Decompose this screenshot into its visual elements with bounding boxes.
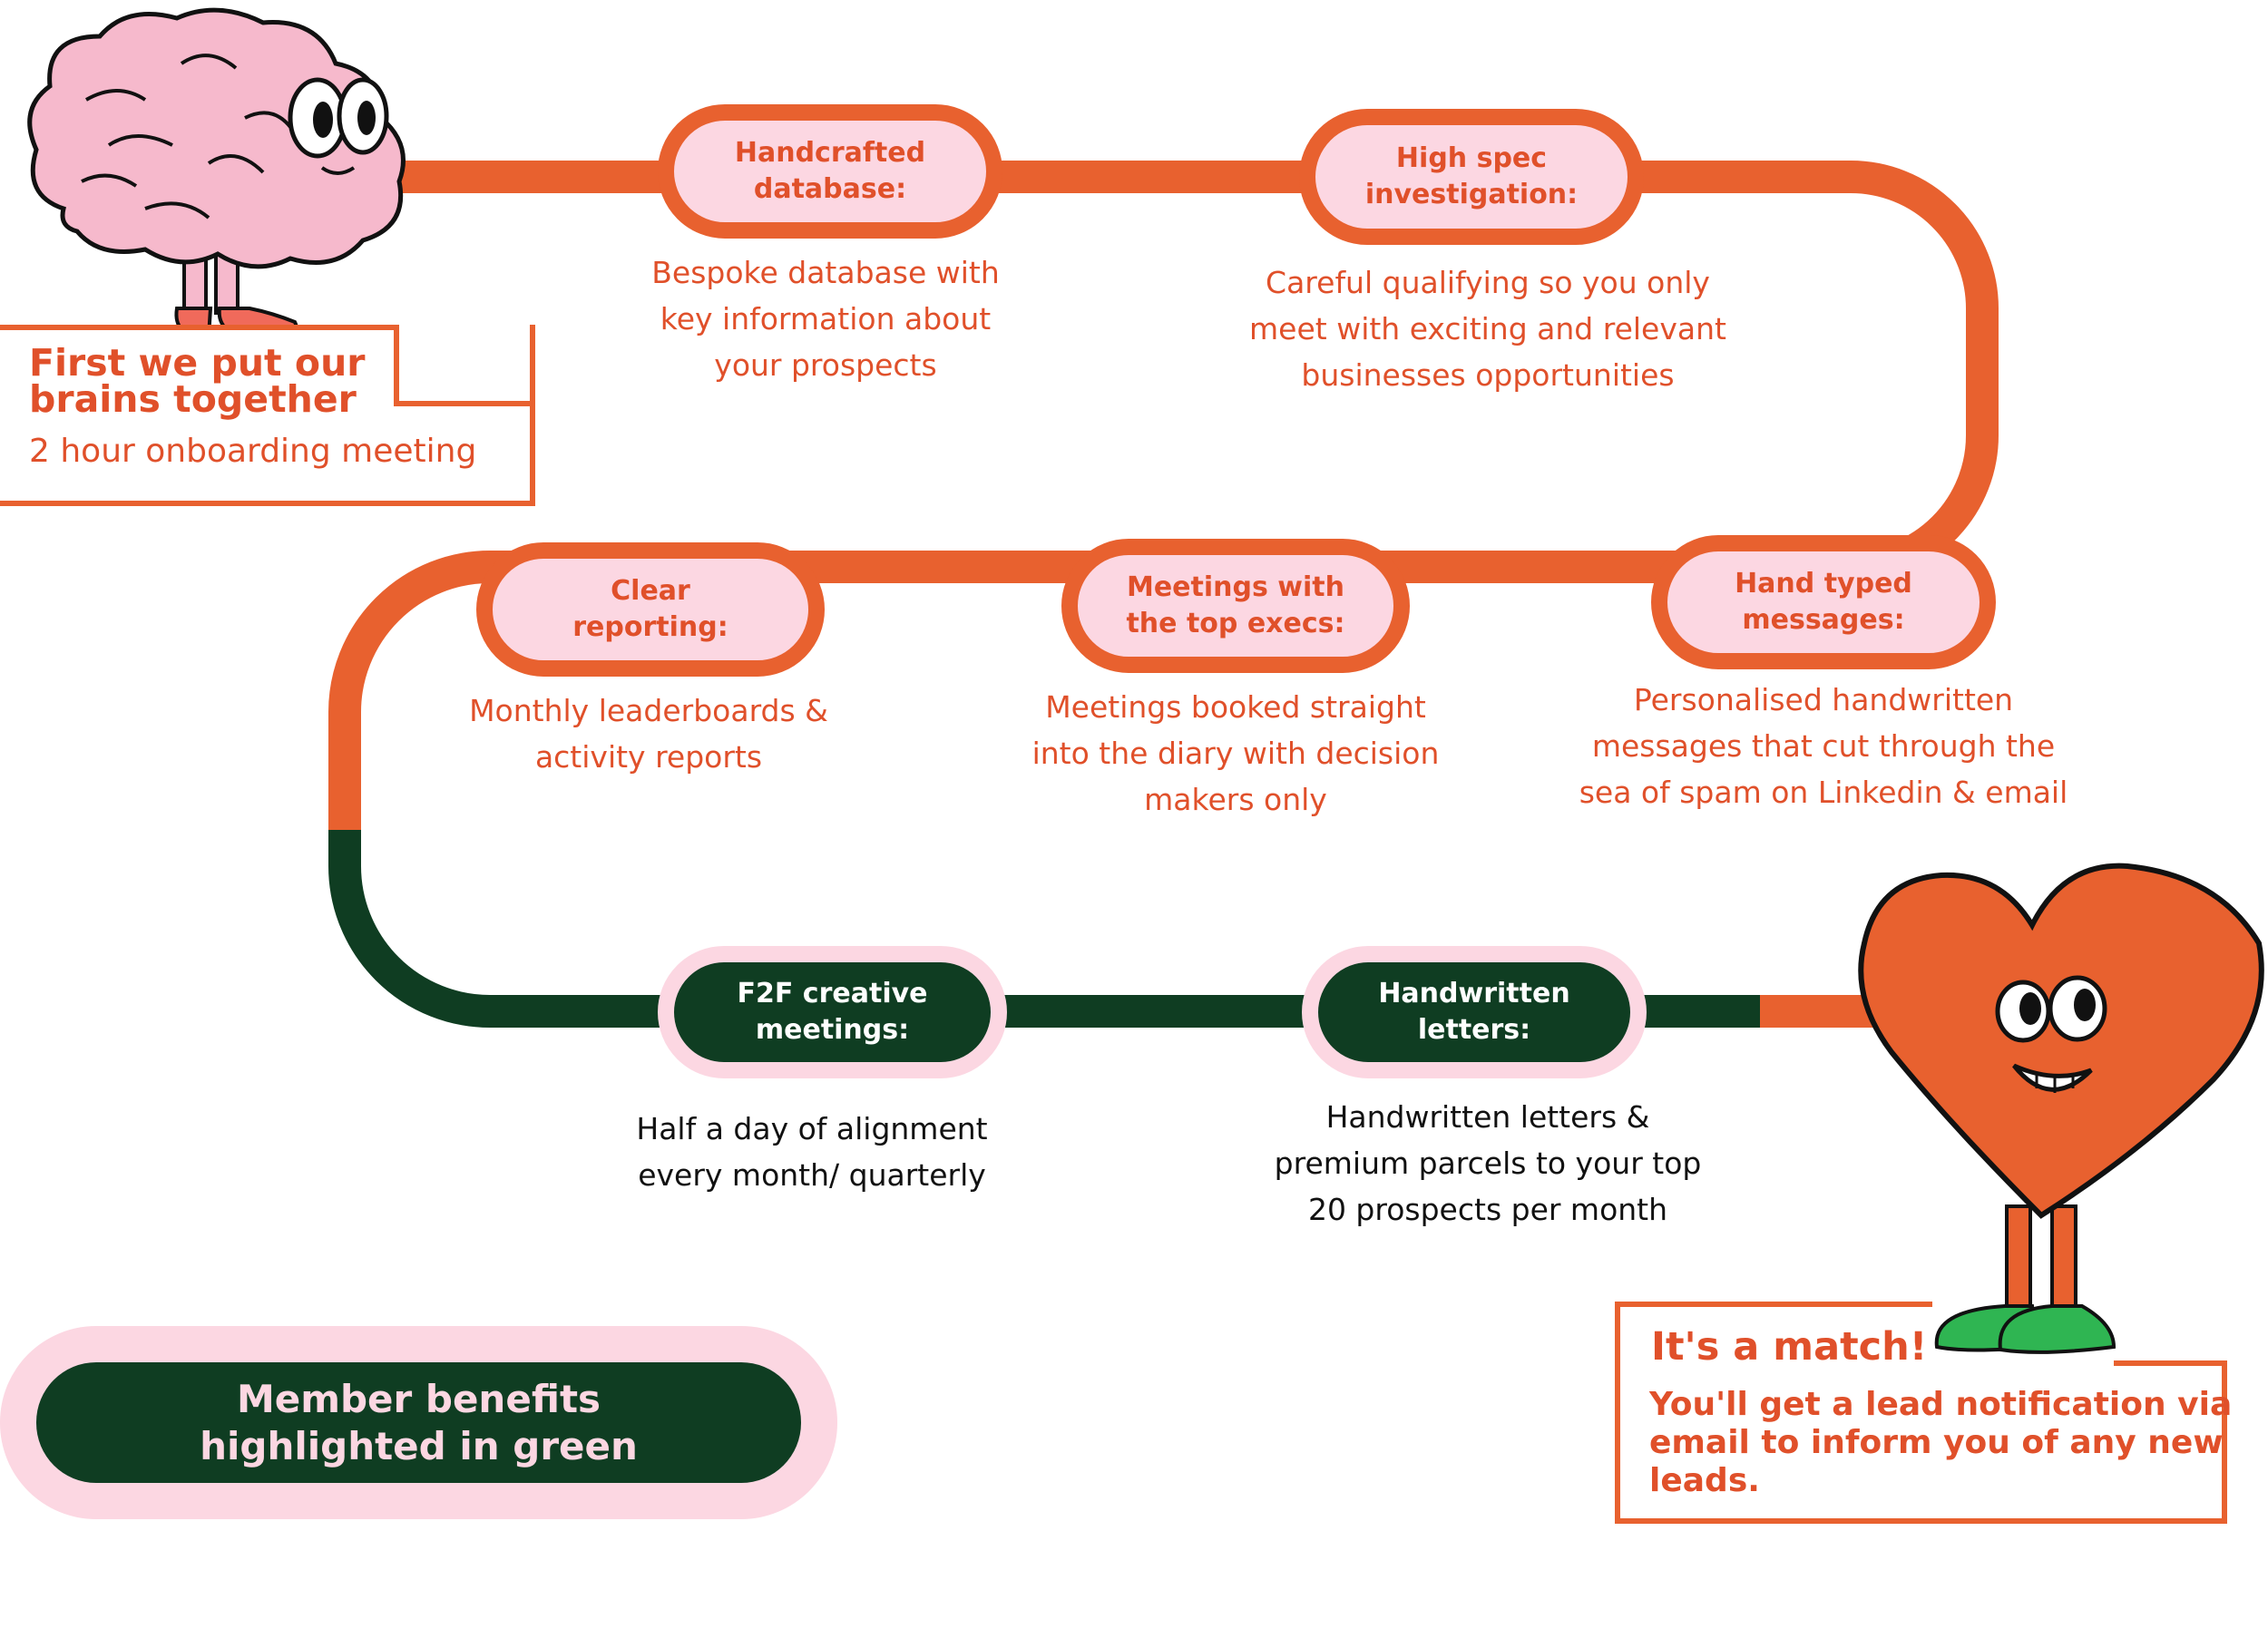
end-body-line: You'll get a lead notification via xyxy=(1649,1386,2233,1423)
step-title-line: Handwritten xyxy=(1378,978,1570,1009)
start-callout-border-step xyxy=(394,325,399,406)
desc-line: businesses opportunities xyxy=(1301,357,1675,393)
step-f2f-creative-meetings-desc: Half a day of alignment every month/ qua… xyxy=(590,1106,1034,1198)
step-title-line: database: xyxy=(753,173,907,205)
step-title-line: the top execs: xyxy=(1126,608,1345,639)
start-callout-border-top xyxy=(0,325,399,330)
step-title-line: High spec xyxy=(1395,142,1548,174)
legend-line: Member benefits xyxy=(236,1376,601,1421)
step-title-line: Handcrafted xyxy=(734,137,926,169)
desc-line: Personalised handwritten xyxy=(1633,682,2014,717)
end-title: It's a match! xyxy=(1651,1324,1928,1370)
step-handwritten-letters-desc: Handwritten letters & premium parcels to… xyxy=(1234,1094,1742,1233)
end-callout-border-left xyxy=(1615,1302,1620,1524)
desc-line: Bespoke database with xyxy=(651,255,1000,290)
step-title-line: Clear xyxy=(611,575,690,607)
desc-line: Monthly leaderboards & xyxy=(469,693,828,728)
start-title-line: First we put our xyxy=(29,341,366,385)
track-green-segment xyxy=(328,830,1778,1028)
desc-line: activity reports xyxy=(534,739,763,775)
desc-line: 20 prospects per month xyxy=(1307,1192,1668,1227)
desc-line: Careful qualifying so you only xyxy=(1266,265,1710,300)
step-title-line: investigation: xyxy=(1364,179,1579,210)
step-handcrafted-database-desc: Bespoke database with key information ab… xyxy=(572,249,1080,388)
desc-line: messages that cut through the xyxy=(1591,728,2056,764)
end-body: You'll get a lead notification via email… xyxy=(1649,1386,2232,1500)
desc-line: Half a day of alignment xyxy=(636,1111,988,1146)
step-handcrafted-database: Handcrafted database: xyxy=(658,104,1002,239)
start-callout-border-right-top xyxy=(394,401,535,406)
desc-line: Meetings booked straight xyxy=(1045,689,1426,725)
step-title-line: meetings: xyxy=(755,1014,910,1046)
desc-line: key information about xyxy=(660,301,992,336)
start-callout xyxy=(0,325,535,506)
step-title-line: letters: xyxy=(1417,1014,1531,1046)
step-hand-typed-messages: Hand typed messages: xyxy=(1651,535,1996,669)
legend-line: highlighted in green xyxy=(200,1423,638,1468)
legend-label: Member benefits highlighted in green xyxy=(36,1362,801,1483)
desc-line: meet with exciting and relevant xyxy=(1249,311,1726,346)
step-high-spec-investigation-desc: Careful qualifying so you only meet with… xyxy=(1198,259,1778,398)
desc-line: your prospects xyxy=(714,347,937,383)
step-handwritten-letters: Handwritten letters: xyxy=(1302,946,1647,1078)
start-title-line: brains together xyxy=(29,377,357,421)
step-title-line: Hand typed xyxy=(1735,568,1912,600)
start-title: First we put our brains together xyxy=(29,341,366,421)
step-meetings-top-execs: Meetings with the top execs: xyxy=(1061,539,1410,673)
end-callout-border-top-right xyxy=(2114,1360,2227,1366)
desc-line: into the diary with decision xyxy=(1031,736,1440,771)
end-callout-border-bottom xyxy=(1615,1518,2227,1524)
end-callout-border-right xyxy=(2222,1360,2227,1524)
step-clear-reporting-desc: Monthly leaderboards & activity reports xyxy=(417,687,880,780)
start-subtitle: 2 hour onboarding meeting xyxy=(29,433,477,470)
step-title-line: messages: xyxy=(1742,604,1905,636)
desc-line: every month/ quarterly xyxy=(638,1157,986,1193)
desc-line: premium parcels to your top xyxy=(1274,1146,1702,1181)
step-meetings-top-execs-desc: Meetings booked straight into the diary … xyxy=(982,684,1490,823)
end-body-line: email to inform you of any new xyxy=(1649,1424,2224,1461)
step-f2f-creative-meetings: F2F creative meetings: xyxy=(658,946,1007,1078)
desc-line: Handwritten letters & xyxy=(1325,1099,1650,1135)
end-callout-border-top xyxy=(1615,1302,1932,1307)
end-body-line: leads. xyxy=(1649,1462,1760,1499)
step-hand-typed-messages-desc: Personalised handwritten messages that c… xyxy=(1533,677,2114,815)
legend-member-benefits: Member benefits highlighted in green xyxy=(0,1326,837,1519)
track-orange-segment xyxy=(328,161,1999,830)
desc-line: sea of spam on Linkedin & email xyxy=(1579,775,2068,810)
step-high-spec-investigation: High spec investigation: xyxy=(1299,109,1644,245)
step-title-line: reporting: xyxy=(572,611,728,643)
step-title-line: Meetings with xyxy=(1126,571,1344,603)
desc-line: makers only xyxy=(1144,782,1327,817)
step-clear-reporting: Clear reporting: xyxy=(476,542,825,677)
step-title-line: F2F creative xyxy=(737,978,928,1009)
